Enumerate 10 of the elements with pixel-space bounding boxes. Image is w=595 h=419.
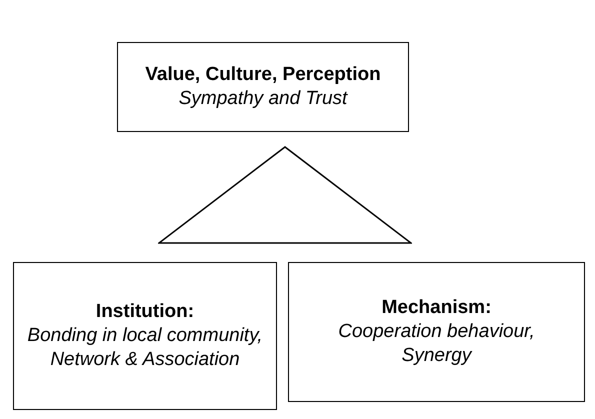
box-text: Cooperation behaviour, Synergy xyxy=(337,320,536,368)
box-heading: Value, Culture, Perception xyxy=(145,63,381,87)
concept-box xyxy=(117,42,409,132)
box-heading: Institution: xyxy=(96,300,194,324)
triangle-shape xyxy=(158,146,412,244)
box-text: Bonding in local community, Network & Association xyxy=(26,324,264,372)
concept-box xyxy=(13,262,277,410)
concept-box xyxy=(288,262,585,402)
box-heading: Mechanism: xyxy=(382,296,492,320)
box-text: Sympathy and Trust xyxy=(178,87,348,111)
